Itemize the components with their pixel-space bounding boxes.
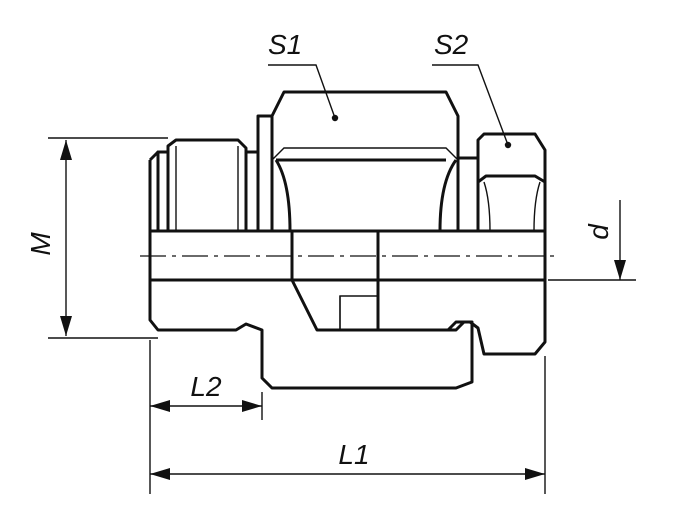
label-s1: S1 [268,29,302,60]
label-l2: L2 [190,371,222,402]
label-l1: L1 [338,439,369,470]
label-m: M [25,232,56,256]
thread-stud [148,138,260,233]
hex-s2 [456,132,547,233]
dimension-d [548,200,636,281]
right-nut-section [376,278,547,356]
dimension-m [48,137,168,339]
dimension-l2 [149,340,263,420]
label-d: d [583,223,614,240]
bore [140,229,560,282]
leaders [268,64,509,146]
hex-s1 [256,90,460,233]
dimension-l1 [149,356,546,494]
cutting-ring-section [290,279,379,331]
label-s2: S2 [434,29,469,60]
